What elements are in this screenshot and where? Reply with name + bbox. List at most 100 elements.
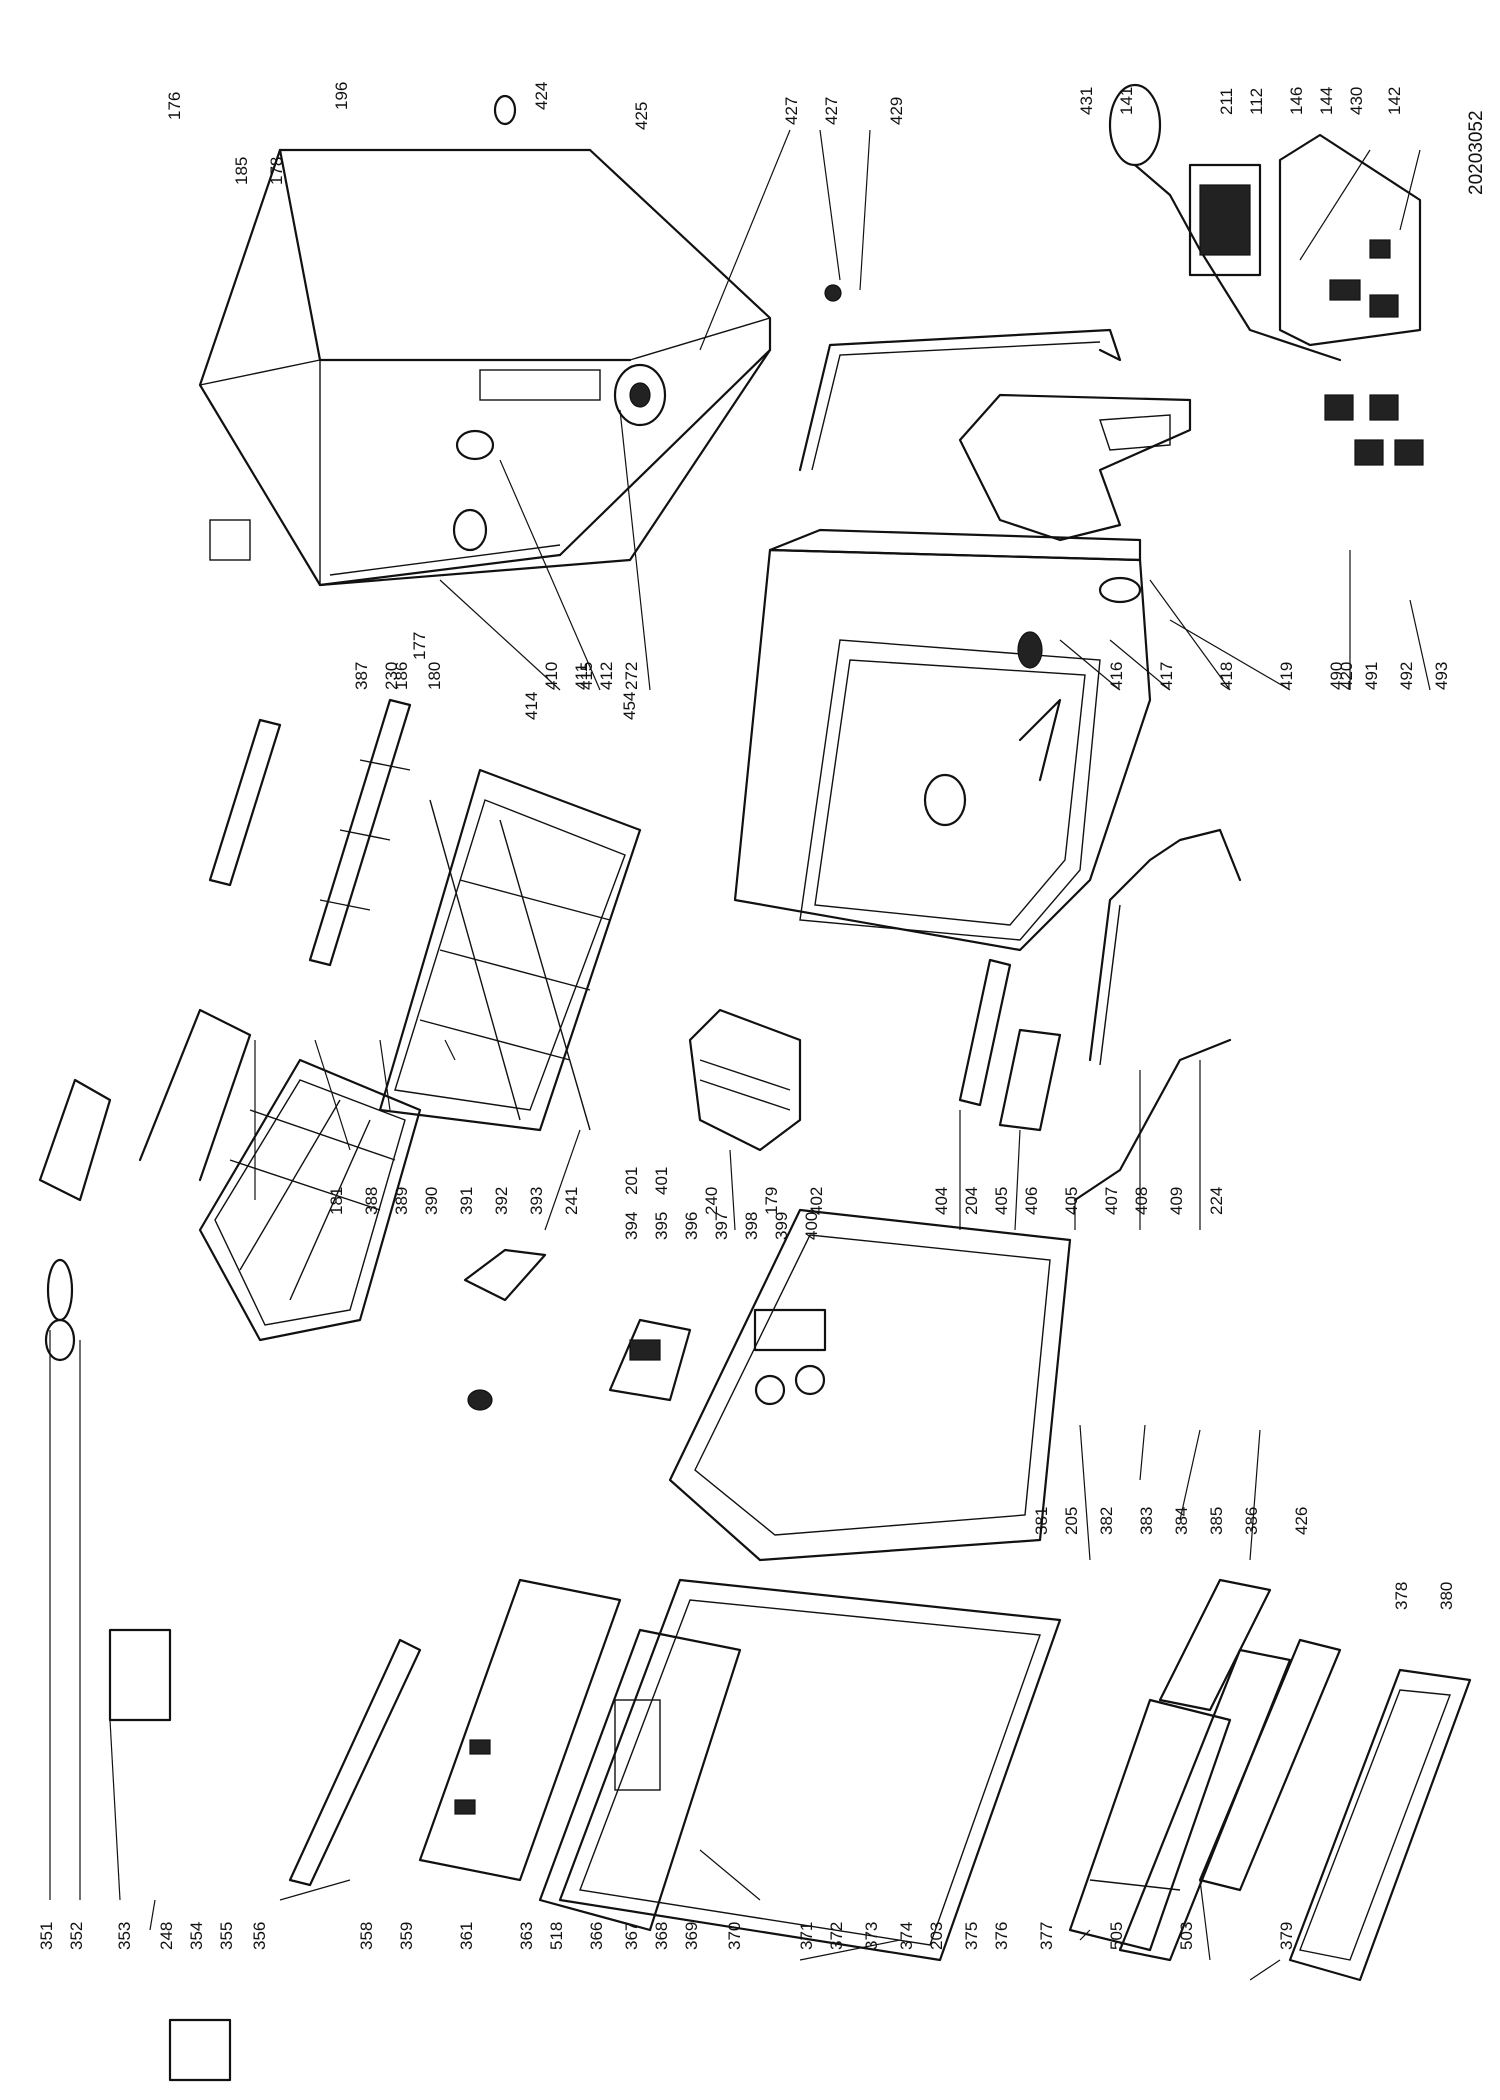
lower-panel-505 (1118, 1648, 1292, 1962)
outer-door-203 (558, 1578, 1062, 1962)
callout-377: 377 (1037, 1922, 1056, 1950)
callout-424: 424 (532, 82, 551, 110)
callout-353: 353 (115, 1922, 134, 1950)
callout-375: 375 (962, 1922, 981, 1950)
callout-411: 411 (572, 663, 591, 690)
callout-224: 224 (1207, 1187, 1226, 1215)
side-panel-420 (958, 393, 1192, 542)
callouts-left-column: 351 352 353 248 354 355 356 358 359 361 … (37, 1922, 1296, 1950)
callout-179: 179 (762, 1187, 781, 1215)
lower-spray-tube-224 (1088, 828, 1242, 1066)
callout-372: 372 (827, 1922, 846, 1950)
callout-493: 493 (1432, 662, 1451, 690)
callout-146: 146 (1287, 87, 1306, 115)
callout-201: 201 (622, 1167, 641, 1195)
callouts-door-row: 181 388 389 390 391 392 393 241 394 395 … (327, 1167, 1226, 1240)
callout-177: 177 (410, 632, 429, 660)
callout-369: 369 (682, 1922, 701, 1950)
upper-rack-177 (378, 768, 642, 1132)
transformer-211 (1188, 163, 1262, 277)
cup-shelves-186-180 (208, 698, 412, 967)
callout-492: 492 (1397, 662, 1416, 690)
cutlery-basket-179 (688, 1008, 802, 1152)
callout-230: 230 (382, 662, 401, 690)
bottom-frame-rails (318, 348, 772, 587)
callout-379: 379 (1277, 1922, 1296, 1950)
callout-354: 354 (187, 1922, 206, 1950)
callout-352: 352 (67, 1922, 86, 1950)
callout-415: 415 (577, 662, 596, 690)
callout-394: 394 (622, 1212, 641, 1240)
callout-385: 385 (1207, 1507, 1226, 1535)
callout-416: 416 (1107, 662, 1126, 690)
callout-240: 240 (702, 1187, 721, 1215)
callout-355: 355 (217, 1922, 236, 1950)
callout-196: 196 (332, 82, 351, 110)
toe-kick-378 (1198, 1638, 1342, 1892)
callout-405: 405 (992, 1187, 1011, 1215)
callout-397: 397 (712, 1212, 731, 1240)
callout-425: 425 (632, 102, 651, 130)
callout-389: 389 (392, 1187, 411, 1215)
inner-tub-272 (733, 528, 1152, 952)
small-left-parts (44, 1258, 232, 2082)
tub-frame-196 (198, 148, 772, 587)
callout-178: 178 (267, 157, 286, 185)
callout-414: 414 (522, 692, 541, 720)
callout-490-visible: 490 (1327, 662, 1346, 690)
callout-419: 419 (1277, 662, 1296, 690)
callout-359: 359 (397, 1922, 416, 1950)
callout-112: 112 (1247, 88, 1266, 115)
callout-388: 388 (362, 1187, 381, 1215)
callout-367: 367 (622, 1922, 641, 1950)
callout-144: 144 (1317, 87, 1336, 115)
callout-185: 185 (232, 157, 251, 185)
callout-356: 356 (250, 1922, 269, 1950)
kickplate-379 (1288, 1668, 1472, 1982)
callout-404: 404 (932, 1187, 951, 1215)
callout-351: 351 (37, 1922, 56, 1950)
callout-186: 186 (392, 662, 411, 690)
callout-418: 418 (1217, 662, 1236, 690)
callouts-bottom-right: 378 380 (1392, 1582, 1456, 1610)
lower-rack-181 (198, 1058, 422, 1342)
document-id: 20203052 (1466, 110, 1487, 195)
inner-door-204 (668, 1208, 1072, 1562)
callout-176: 176 (165, 92, 184, 120)
small-parts-tub (452, 94, 842, 552)
callout-358: 358 (357, 1922, 376, 1950)
callout-407: 407 (1102, 1187, 1121, 1215)
callout-401: 401 (652, 1167, 671, 1195)
spray-disc-425 (613, 363, 667, 427)
callout-410: 410 (542, 662, 561, 690)
callout-371: 371 (797, 1922, 816, 1950)
callout-141: 141 (1117, 87, 1136, 115)
callout-383: 383 (1137, 1507, 1156, 1535)
callout-431: 431 (1077, 87, 1096, 115)
callout-402: 402 (807, 1187, 826, 1215)
callout-370: 370 (725, 1922, 744, 1950)
callout-390: 390 (422, 1187, 441, 1215)
callouts-tub-labels: 410 411 412 387 230 196 424 425 427 427 … (332, 82, 906, 690)
callout-272: 272 (622, 662, 641, 690)
callout-142: 142 (1385, 87, 1404, 115)
callout-374: 374 (897, 1922, 916, 1950)
callout-503: 503 (1177, 1922, 1196, 1950)
callout-378: 378 (1392, 1582, 1411, 1610)
callout-203: 203 (927, 1922, 946, 1950)
callout-400: 400 (802, 1212, 821, 1240)
callout-395: 395 (652, 1212, 671, 1240)
callout-420: 420 (1337, 662, 1356, 690)
callout-398: 398 (742, 1212, 761, 1240)
callouts-electrical-labels: 431 141 211 112 146 144 430 142 490 490 … (1077, 87, 1451, 690)
callout-204: 204 (962, 1187, 981, 1215)
callout-393: 393 (527, 1187, 546, 1215)
callout-241: 241 (562, 1187, 581, 1215)
callout-368: 368 (652, 1922, 671, 1950)
door-seal-429 (798, 328, 1122, 472)
callout-387: 387 (352, 662, 371, 690)
callout-373: 373 (862, 1922, 881, 1950)
handle-assy-426 (1158, 1578, 1272, 1712)
callout-491: 491 (1362, 662, 1381, 690)
